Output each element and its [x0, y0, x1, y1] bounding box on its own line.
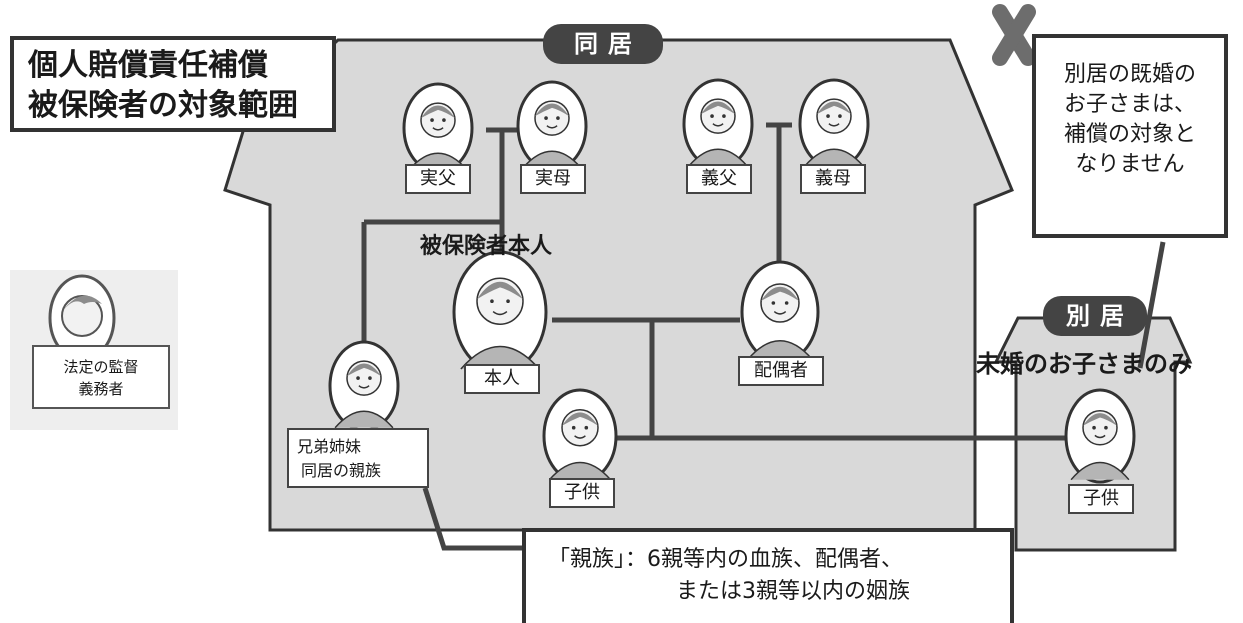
child-portrait: [542, 388, 618, 484]
guardian-line-1: 法定の監督: [63, 358, 139, 376]
guardian-line-2: 義務者: [78, 380, 124, 398]
note-line: お子さまは、: [1063, 92, 1196, 117]
plate-separate-child: 子供: [1068, 484, 1134, 514]
in-law-father-portrait: [682, 78, 754, 170]
cross-mark-icon: [992, 4, 1036, 66]
definition-line-2: または3親等以内の姻族: [676, 579, 910, 604]
spouse-portrait: [740, 260, 820, 364]
separate-tag: 別居: [1043, 296, 1147, 336]
definition-line-1: 「親族」：6親等内の血族、配偶者、: [548, 547, 903, 572]
cohabiting-tag: 同居: [543, 24, 663, 64]
plate-real-father: 実父: [405, 164, 471, 194]
separate-child-portrait: [1064, 388, 1136, 484]
title-line-1: 個人賠償責任補償: [28, 48, 268, 83]
definition-connector: [422, 487, 522, 551]
siblings-line-2: 同居の親族: [301, 461, 382, 480]
plate-in-law-mother: 義母: [800, 164, 866, 194]
plate-real-mother: 実母: [520, 164, 586, 194]
self-portrait: [452, 250, 548, 374]
plate-child: 子供: [549, 478, 615, 508]
note-line: なりません: [1075, 152, 1185, 177]
plate-spouse: 配偶者: [738, 356, 824, 386]
real-father-portrait: [402, 82, 474, 174]
sibling-portrait: [328, 340, 400, 432]
unmarried-only-label: 未婚のお子さまのみ: [976, 350, 1192, 378]
note-connector: [1137, 241, 1166, 369]
siblings-line-1: 兄弟姉妹: [297, 437, 362, 456]
siblings-box: 兄弟姉妹 同居の親族: [287, 428, 429, 488]
note-line: 別居の既婚の: [1063, 62, 1196, 87]
note-box: 別居の既婚の お子さまは、 補償の対象と なりません: [1032, 34, 1228, 238]
portraits: [328, 78, 1136, 484]
guardian-label: 法定の監督 義務者: [32, 345, 170, 409]
plate-self: 本人: [464, 364, 540, 394]
insured-self-label: 被保険者本人: [420, 234, 553, 259]
title-box: 個人賠償責任補償 被保険者の対象範囲: [10, 36, 336, 132]
real-mother-portrait: [516, 80, 588, 172]
title-line-2: 被保険者の対象範囲: [28, 88, 298, 123]
in-law-mother-portrait: [798, 78, 870, 170]
plate-in-law-father: 義父: [686, 164, 752, 194]
note-line: 補償の対象と: [1063, 122, 1196, 147]
definition-box: 「親族」：6親等内の血族、配偶者、 または3親等以内の姻族: [522, 528, 1014, 623]
